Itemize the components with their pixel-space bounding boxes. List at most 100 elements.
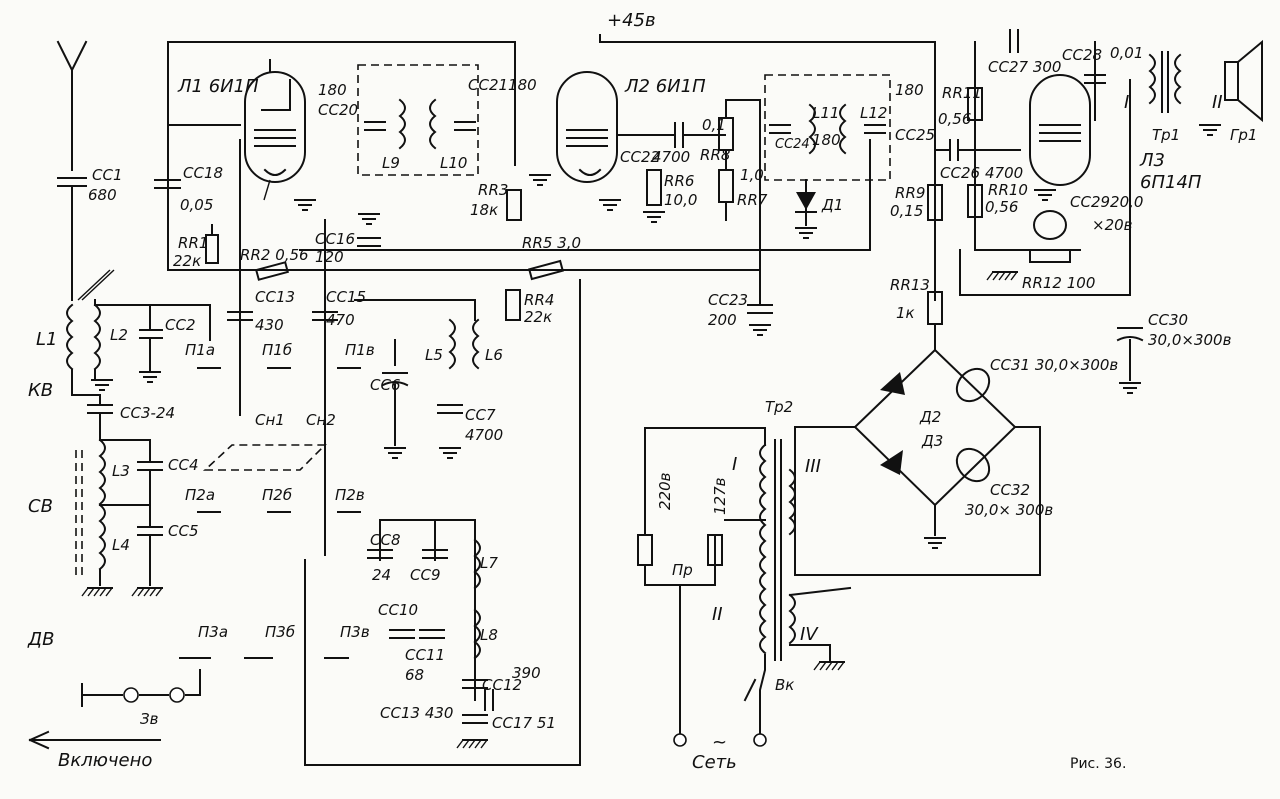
mains-symbol: ~ [712,732,727,753]
cn1-label: Сн1 [255,411,285,429]
switch-p3b: П3б [265,623,295,641]
r1-value: 22к [173,252,201,270]
l1-label: L1 [36,329,57,350]
r7-label: RR7 [737,191,768,209]
c28-label: CC28 [1062,46,1102,64]
r1-label: RR1 [178,234,208,252]
r13-c30: RR13 1к CC30 30,0×300в [890,276,1232,394]
band-switch: CC13 430 CC15 470 П1а П1б П1в П2а П2б П2… [179,139,503,659]
terminal-ground-2[interactable] [169,687,185,703]
c26-label: CC26 [940,164,980,182]
mains-terminal-1[interactable] [673,733,687,747]
c29-label: CC2920,0 [1070,193,1143,211]
mains-terminal-2[interactable] [753,733,767,747]
figure-caption: Рис. 36. [1070,756,1126,772]
terminal-ground-1[interactable] [123,687,139,703]
c21-label: CC21180 [468,76,537,94]
r9-value: 0,15 [890,202,923,220]
switch-p2a: П2а [185,486,215,504]
c23-label: CC23 [708,291,748,309]
r8-value: 0,1 [702,116,726,134]
output-stage: CC27 300 CC28 0,01 RR11 0,56 RR10 0,56 Л… [938,29,1263,292]
tr1-label: Тр1 [1152,126,1180,144]
c8-label: CC8 [370,531,401,549]
c2-label: CC2 [165,316,196,334]
c24-value: 180 [812,131,841,149]
c18-value: 0,05 [180,196,213,214]
ground-terminal-label: Зв [140,710,159,728]
switch-label: Вк [775,676,794,694]
tr2-w3: III [805,456,821,477]
r11-label: RR11 [942,84,982,102]
c27-label: CC27 300 [988,58,1061,76]
tr2-w1: I [732,454,737,475]
switch-p1a: П1а [185,341,215,359]
c5-label: CC5 [168,522,199,540]
l4-label: L4 [112,536,130,554]
arrow-left-icon [28,730,161,750]
l2-label: L2 [110,326,128,344]
antenna-icon [56,40,88,171]
tr2-w2: II [712,604,723,625]
l10-label: L10 [440,154,467,172]
c25-label: CC25 [895,126,935,144]
c9-label: CC9 [410,566,441,584]
r13-value: 1к [896,304,915,322]
speaker-icon [1224,39,1263,123]
r4-value: 22к [524,308,552,326]
c22-label: CC22 [620,148,660,166]
c32-value: 30,0× 300в [965,501,1053,519]
d1-label: Д1 [821,196,843,214]
c31-label: CC31 30,0×300в [990,356,1118,374]
fuse-label: Пр [672,561,693,579]
c28-value: 0,01 [1110,44,1143,62]
r3-label: RR3 [478,181,508,199]
switch-p2b: П2б [262,486,292,504]
tube-l1: Л1 6И1П CC20 180 [177,59,358,211]
r6-value: 10,0 [664,191,697,209]
r2-label: RR2 0,56 [240,246,309,264]
c19-label: CC16 [315,230,355,248]
c6-label: CC6 [370,376,401,394]
c19-value: 120 [315,248,344,266]
r13-label: RR13 [890,276,930,294]
c32-label: CC32 [990,481,1030,499]
if-transformer-2: L11 L12 CC24 180 CC25 180 Д1 [764,74,935,239]
c22-value: 4700 [652,148,690,166]
v127-label: 127в [711,477,729,515]
r12-label: RR12 100 [1022,274,1095,292]
c4-label: CC4 [168,456,199,474]
l9-label: L9 [382,154,400,172]
band-kv-label: КВ [28,380,53,401]
c8-value: 24 [372,566,391,584]
r6-label: RR6 [664,172,694,190]
supply-label: +45в [607,10,656,31]
r7-value: 1,0 [740,166,764,184]
r11-value: 0,56 [938,110,971,128]
tube-l2-label: Л2 6И1П [624,76,706,97]
c3-label: CC3-24 [120,404,175,422]
tube-l2: Л2 6И1П [529,71,706,211]
power-transformer: Тр2 I II III IV 220в 127в Пр Вк ~ Сеть [637,398,852,773]
c1-value: 680 [88,186,117,204]
r9-label: RR9 [895,184,925,202]
l8-label: L8 [480,626,498,644]
switch-p3v: П3в [340,623,370,641]
upper-bus [167,34,1131,766]
tr2-w4: IV [800,624,819,645]
c13-label: CC13 430 [380,704,453,722]
band-dv-label: ДВ [27,629,54,650]
cn2-label: Сн2 [306,411,336,429]
c17-value: 470 [326,311,355,329]
if-transformer-1: L9 L10 CC21180 [357,64,537,176]
speaker-label: Гр1 [1230,126,1257,144]
c20-value: 180 [318,81,347,99]
c26-value: 4700 [985,164,1023,182]
switch-p3a: П3а [198,623,228,641]
r10-label: RR10 [988,181,1028,199]
switch-p1b: П1б [262,341,292,359]
c15-label: CC17 51 [492,714,556,732]
c7-value: 4700 [465,426,503,444]
r4-label: RR4 [524,291,554,309]
